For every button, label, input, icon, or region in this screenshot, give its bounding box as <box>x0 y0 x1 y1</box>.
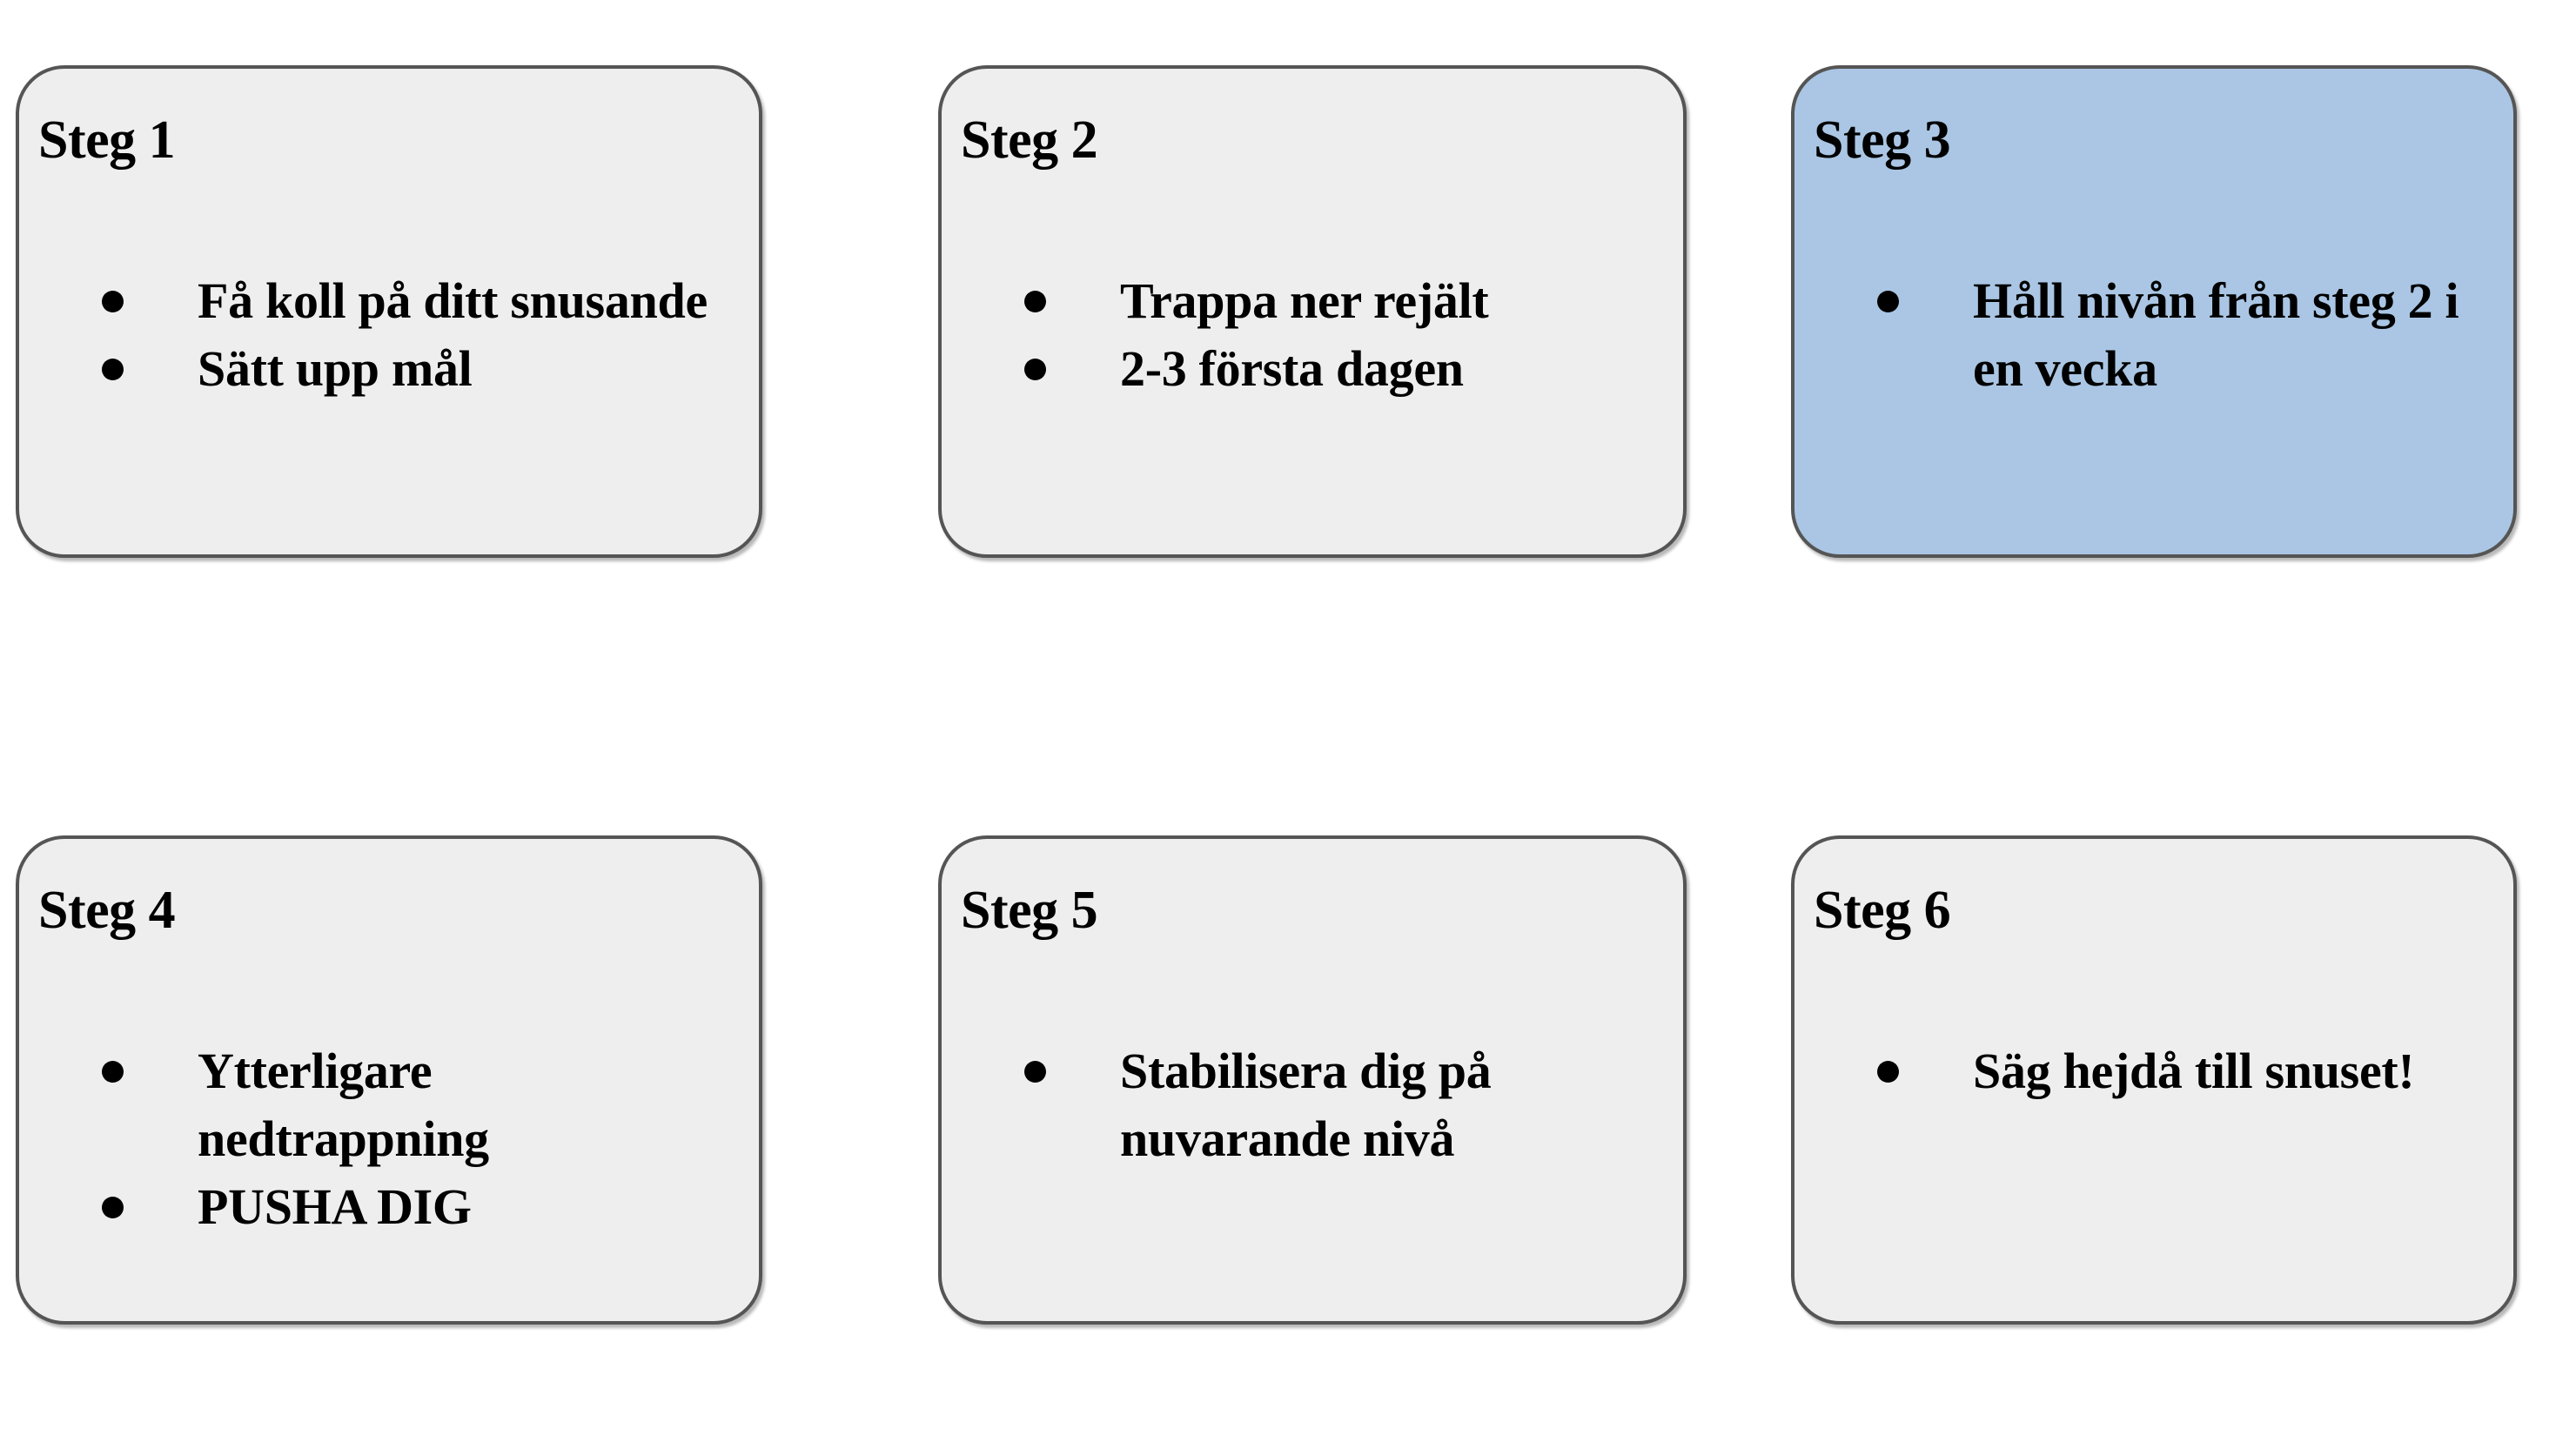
step-card-4-bullet-list: Ytterligare nedtrappning PUSHA DIG <box>19 1037 759 1241</box>
step-card-2-title: Steg 2 <box>961 111 1098 170</box>
step-card-1-bullet-list: Få koll på ditt snusande Sätt upp mål <box>19 267 759 403</box>
step-card-5[interactable]: Steg 5 Stabilisera dig på nuvarande nivå <box>938 835 1687 1325</box>
list-item: Håll nivån från steg 2 i en vecka <box>1794 267 2513 403</box>
list-item: Trappa ner rejält <box>942 267 1683 335</box>
list-item-label: Få koll på ditt snusande <box>198 272 708 329</box>
bullet-dot-icon <box>102 291 124 312</box>
list-item-label: Ytterligare nedtrappning <box>198 1043 489 1167</box>
list-item: Stabilisera dig på nuvarande nivå <box>942 1037 1683 1173</box>
step-card-2-bullet-list: Trappa ner rejält 2-3 första dagen <box>942 267 1683 403</box>
step-card-1-title: Steg 1 <box>38 111 176 170</box>
bullet-dot-icon <box>1877 1061 1899 1083</box>
step-card-2[interactable]: Steg 2 Trappa ner rejält 2-3 första dage… <box>938 65 1687 558</box>
list-item: PUSHA DIG <box>19 1173 759 1241</box>
list-item-label: Stabilisera dig på nuvarande nivå <box>1120 1043 1492 1167</box>
list-item-label: PUSHA DIG <box>198 1178 472 1235</box>
bullet-dot-icon <box>1024 291 1046 312</box>
list-item: Säg hejdå till snuset! <box>1794 1037 2513 1105</box>
step-card-3-title: Steg 3 <box>1814 111 1951 170</box>
list-item: Sätt upp mål <box>19 335 759 403</box>
list-item: Få koll på ditt snusande <box>19 267 759 335</box>
list-item-label: Sätt upp mål <box>198 340 473 397</box>
step-card-6[interactable]: Steg 6 Säg hejdå till snuset! <box>1791 835 2517 1325</box>
bullet-dot-icon <box>1877 291 1899 312</box>
list-item: Ytterligare nedtrappning <box>19 1037 759 1173</box>
bullet-dot-icon <box>1024 359 1046 380</box>
step-card-5-title: Steg 5 <box>961 881 1098 940</box>
list-item-label: Trappa ner rejält <box>1120 272 1489 329</box>
step-card-5-bullet-list: Stabilisera dig på nuvarande nivå <box>942 1037 1683 1173</box>
step-card-4[interactable]: Steg 4 Ytterligare nedtrappning PUSHA DI… <box>16 835 762 1325</box>
list-item-label: Säg hejdå till snuset! <box>1973 1043 2415 1099</box>
step-card-6-bullet-list: Säg hejdå till snuset! <box>1794 1037 2513 1105</box>
bullet-dot-icon <box>1024 1061 1046 1083</box>
step-card-1[interactable]: Steg 1 Få koll på ditt snusande Sätt upp… <box>16 65 762 558</box>
step-card-3-bullet-list: Håll nivån från steg 2 i en vecka <box>1794 267 2513 403</box>
step-card-3[interactable]: Steg 3 Håll nivån från steg 2 i en vecka <box>1791 65 2517 558</box>
list-item: 2-3 första dagen <box>942 335 1683 403</box>
bullet-dot-icon <box>102 1061 124 1083</box>
list-item-label: Håll nivån från steg 2 i en vecka <box>1973 272 2459 397</box>
list-item-label: 2-3 första dagen <box>1120 340 1464 397</box>
bullet-dot-icon <box>102 359 124 380</box>
step-card-4-title: Steg 4 <box>38 881 176 940</box>
step-card-6-title: Steg 6 <box>1814 881 1951 940</box>
bullet-dot-icon <box>102 1197 124 1218</box>
